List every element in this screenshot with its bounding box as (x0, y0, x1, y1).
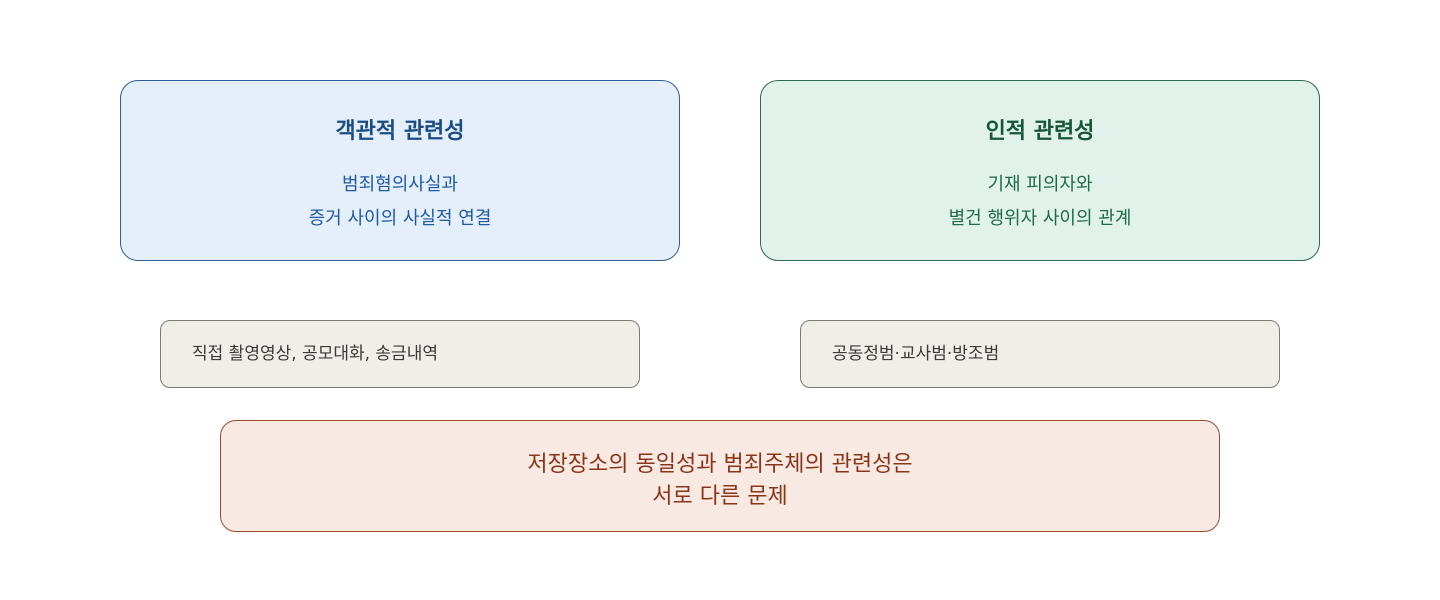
personal-desc-line-2: 별건 행위자 사이의 관계 (948, 208, 1132, 229)
conclusion-line-1: 저장장소의 동일성과 범죄주체의 관련성은 (527, 452, 913, 477)
conclusion-line-2: 서로 다른 문제 (652, 484, 788, 509)
objective-relevance-description: 범죄혐의사실과 증거 사이의 사실적 연결 (121, 168, 679, 236)
personal-relevance-title: 인적 관련성 (985, 119, 1095, 144)
objective-relevance-title: 객관적 관련성 (335, 119, 465, 144)
objective-example-box: 직접 촬영영상, 공모대화, 송금내역 (160, 320, 640, 388)
personal-example-box: 공동정범·교사범·방조범 (800, 320, 1280, 388)
objective-desc-line-2: 증거 사이의 사실적 연결 (308, 208, 492, 229)
personal-desc-line-1: 기재 피의자와 (987, 174, 1093, 195)
objective-desc-line-1: 범죄혐의사실과 (342, 174, 458, 195)
objective-relevance-box: 객관적 관련성 범죄혐의사실과 증거 사이의 사실적 연결 (120, 80, 680, 261)
objective-example-text: 직접 촬영영상, 공모대화, 송금내역 (192, 344, 438, 364)
conclusion-text: 저장장소의 동일성과 범죄주체의 관련성은 서로 다른 문제 (221, 449, 1219, 513)
personal-relevance-description: 기재 피의자와 별건 행위자 사이의 관계 (761, 168, 1319, 236)
personal-example-text: 공동정범·교사범·방조범 (832, 344, 1000, 364)
personal-relevance-box: 인적 관련성 기재 피의자와 별건 행위자 사이의 관계 (760, 80, 1320, 261)
conclusion-box: 저장장소의 동일성과 범죄주체의 관련성은 서로 다른 문제 (220, 420, 1220, 532)
